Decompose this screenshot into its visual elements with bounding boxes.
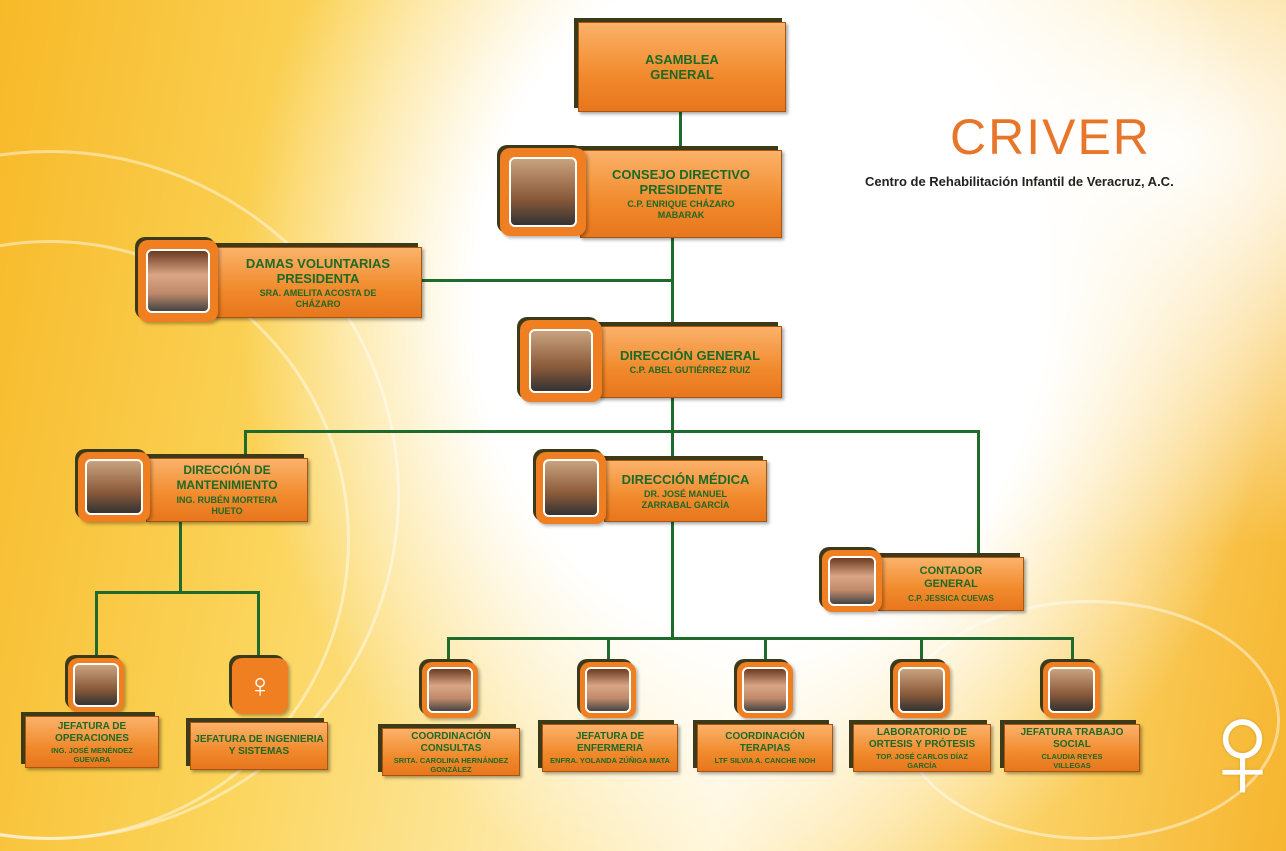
node-name: SRA. AMELITA ACOSTA DE CHÁZARO bbox=[259, 287, 377, 309]
photo-direccion-general bbox=[520, 320, 602, 402]
photo-terapias bbox=[737, 662, 793, 718]
logo-subtitle: Centro de Rehabilitación Infantil de Ver… bbox=[865, 174, 1174, 189]
node-name: C.P. ENRIQUE CHÁZARO MABARAK bbox=[627, 199, 735, 220]
photo-consejo bbox=[500, 148, 586, 236]
node-title: JEFATURA DE INGENIERIA Y SISTEMAS bbox=[194, 734, 324, 757]
node-title: LABORATORIO DE ORTESIS Y PRÓTESIS bbox=[868, 726, 976, 750]
node-contador: CONTADOR GENERAL C.P. JESSICA CUEVAS bbox=[878, 557, 1024, 611]
photo-enfermeria bbox=[580, 662, 636, 718]
node-name: CLAUDIA REYES VILLEGAS bbox=[1041, 751, 1103, 770]
mascot-figure-icon: ♀ bbox=[1190, 671, 1286, 828]
node-title: JEFATURA DE OPERACIONES bbox=[55, 720, 129, 744]
node-asamblea: ASAMBLEA GENERAL bbox=[578, 22, 786, 112]
node-enfermeria: JEFATURA DE ENFERMERIA ENFRA. YOLANDA ZÚÑ… bbox=[542, 724, 678, 772]
connector bbox=[95, 591, 260, 594]
node-title: DIRECCIÓN MÉDICA bbox=[621, 471, 750, 487]
node-name: DR. JOSÉ MANUEL ZARRABAL GARCÍA bbox=[641, 488, 730, 510]
node-name: C.P. ABEL GUTIÉRREZ RUIZ bbox=[629, 365, 751, 375]
node-name: ING. JOSÉ MENÉNDEZ GUEVARA bbox=[51, 745, 133, 764]
connector bbox=[764, 637, 767, 663]
connector bbox=[420, 279, 673, 282]
node-title: JEFATURA TRABAJO SOCIAL bbox=[1020, 726, 1124, 750]
connector bbox=[95, 591, 98, 659]
node-name: ING. RUBÉN MORTERA HUETO bbox=[176, 495, 278, 516]
node-title: COORDINACIÓN TERAPIAS bbox=[725, 731, 805, 754]
bg-arc bbox=[900, 600, 1280, 840]
node-title: CONSEJO DIRECTIVO PRESIDENTE bbox=[612, 167, 750, 197]
node-name: SRITA. CAROLINA HERNÁNDEZ GONZÁLEZ bbox=[393, 755, 509, 774]
criver-logo: CRIVER bbox=[950, 109, 1151, 165]
node-ingenieria: JEFATURA DE INGENIERIA Y SISTEMAS bbox=[190, 722, 328, 770]
connector bbox=[257, 591, 260, 659]
node-title: DIRECCIÓN GENERAL bbox=[619, 348, 761, 363]
photo-trabajo-social bbox=[1043, 662, 1100, 718]
connector bbox=[1071, 637, 1074, 663]
connector bbox=[244, 430, 247, 458]
node-title: CONTADOR GENERAL bbox=[919, 564, 983, 590]
node-name: ENFRA. YOLANDA ZÚÑIGA MATA bbox=[550, 756, 670, 765]
photo-laboratorio bbox=[893, 662, 950, 718]
node-title: DIRECCIÓN DE MANTENIMIENTO bbox=[176, 463, 278, 492]
connector bbox=[607, 637, 610, 663]
node-title: DAMAS VOLUNTARIAS PRESIDENTA bbox=[245, 255, 391, 286]
connector bbox=[447, 637, 1074, 640]
photo-operaciones bbox=[68, 658, 124, 712]
node-name: LTF SILVIA A. CANCHE NOH bbox=[714, 756, 816, 765]
node-title: JEFATURA DE ENFERMERIA bbox=[575, 731, 645, 754]
connector bbox=[671, 396, 674, 460]
photo-ingenieria-logo: ♀ bbox=[232, 658, 288, 714]
node-mantenimiento: DIRECCIÓN DE MANTENIMIENTO ING. RUBÉN MOR… bbox=[146, 458, 308, 522]
photo-consultas bbox=[422, 662, 478, 718]
photo-mantenimiento bbox=[78, 452, 150, 522]
node-title: COORDINACIÓN CONSULTAS bbox=[411, 730, 491, 754]
connector bbox=[679, 110, 682, 150]
connector bbox=[245, 430, 980, 433]
node-direccion-general: DIRECCIÓN GENERAL C.P. ABEL GUTIÉRREZ RUI… bbox=[598, 326, 782, 398]
photo-damas bbox=[138, 240, 218, 322]
photo-contador bbox=[822, 550, 882, 612]
node-name: TOP. JOSÉ CARLOS DÍAZ GARCÍA bbox=[876, 751, 968, 770]
node-terapias: COORDINACIÓN TERAPIAS LTF SILVIA A. CANCH… bbox=[697, 724, 833, 772]
connector bbox=[671, 520, 674, 638]
node-name: C.P. JESSICA CUEVAS bbox=[908, 593, 994, 603]
connector bbox=[179, 520, 182, 592]
photo-medica bbox=[536, 452, 606, 524]
connector bbox=[447, 637, 450, 663]
connector bbox=[977, 430, 980, 557]
connector bbox=[920, 637, 923, 663]
node-title: ASAMBLEA GENERAL bbox=[645, 52, 719, 82]
